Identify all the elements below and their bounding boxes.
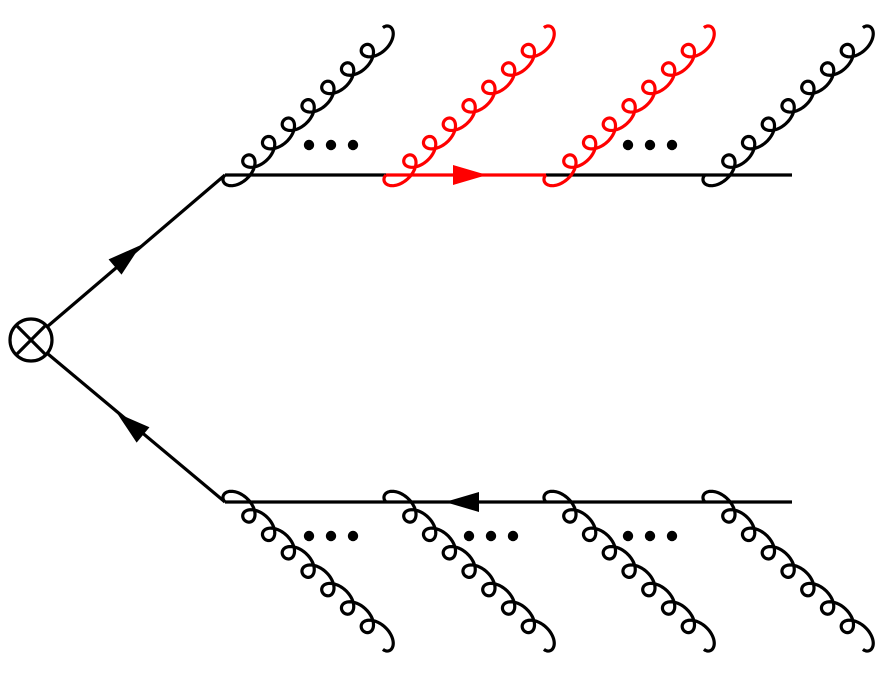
ellipsis-dot [347, 139, 359, 151]
gluon-line [221, 489, 395, 653]
ellipsis-dot [303, 139, 315, 151]
ellipsis [622, 530, 678, 542]
ellipsis-dot [303, 530, 315, 542]
vertex [8, 317, 54, 363]
ellipsis-dot [622, 530, 634, 542]
ellipsis-dot [485, 530, 497, 542]
ellipsis-dot [507, 530, 519, 542]
ellipsis [303, 530, 359, 542]
ellipsis [463, 530, 519, 542]
ellipsis-dot [463, 530, 475, 542]
ellipsis [622, 139, 678, 151]
ellipsis-dot [325, 139, 337, 151]
ellipsis [303, 139, 359, 151]
ellipsis-dot [347, 530, 359, 542]
upper-line-arrow [453, 165, 487, 185]
ellipsis-dot [622, 139, 634, 151]
fermion-arrows [108, 165, 487, 512]
gluon-line [382, 24, 556, 188]
ellipsis-marks [303, 139, 678, 542]
gluon-line [542, 489, 716, 653]
antiquark-arrow [116, 413, 150, 443]
lower-line-arrow [445, 492, 479, 512]
ellipsis-dot [666, 139, 678, 151]
gluon-line [221, 24, 395, 188]
gluon-line [701, 489, 875, 653]
gluon-line [542, 24, 716, 188]
vertex-cross [15, 324, 47, 356]
ellipsis-dot [644, 530, 656, 542]
quark-arrow [108, 244, 141, 275]
ellipsis-dot [644, 139, 656, 151]
ellipsis-dot [666, 530, 678, 542]
quark-lines [46, 173, 792, 504]
gluon-line [382, 489, 556, 653]
gluon-line [701, 24, 875, 188]
ellipsis-dot [325, 530, 337, 542]
gluon-lines [221, 24, 875, 653]
